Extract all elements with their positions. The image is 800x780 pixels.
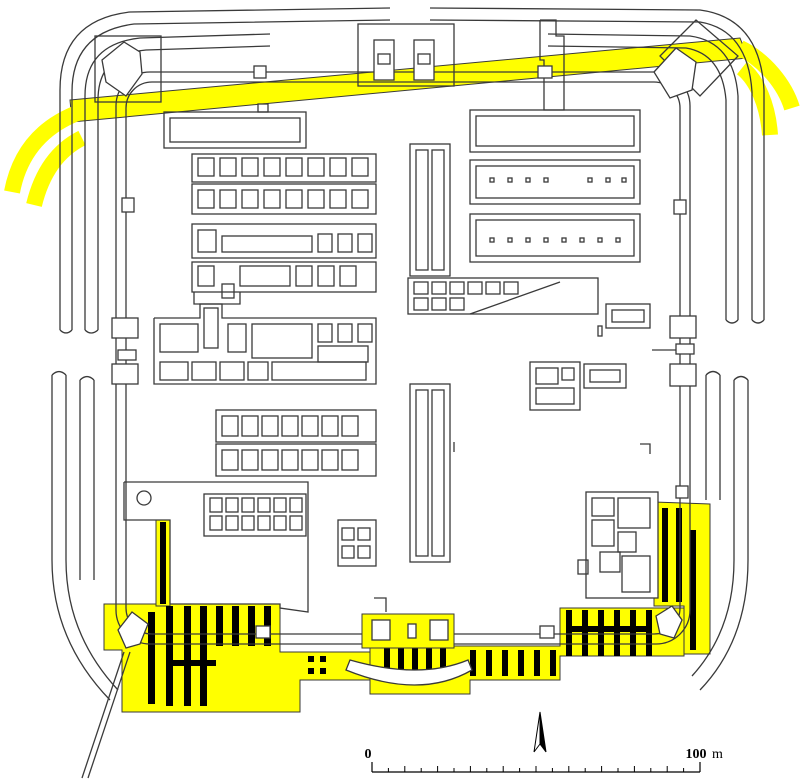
trench-bars [148, 508, 696, 706]
north-excavation-strip [69, 37, 749, 123]
scale-end-label: 100 [686, 747, 707, 762]
north-gate-enclosure [357, 23, 455, 87]
east-excavation-arc-outer [736, 40, 800, 111]
scale-bar: 0 100 m [365, 747, 723, 773]
north-arrow: N [533, 711, 547, 753]
interior-buildings [123, 109, 659, 613]
west-excavation-arc-outer [4, 104, 83, 194]
scale-unit-label: m [712, 747, 723, 762]
east-excavation-arc-inner [736, 61, 778, 136]
scale-bar-ticks [387, 766, 685, 772]
scale-start-label: 0 [365, 747, 372, 762]
gates-and-towers [94, 19, 739, 686]
west-excavation-arc-inner [26, 130, 86, 208]
